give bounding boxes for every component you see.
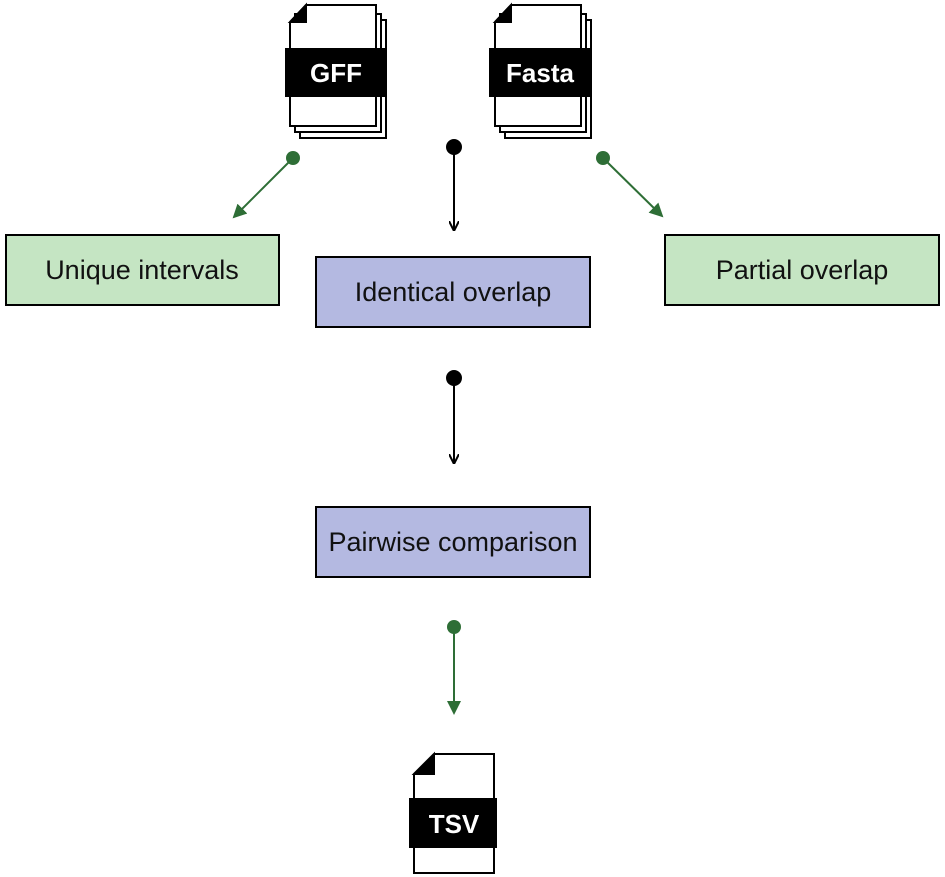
pairwise-comparison-box: Pairwise comparison	[315, 506, 591, 578]
unique-intervals-label: Unique intervals	[45, 255, 239, 285]
identical-overlap-label: Identical overlap	[355, 277, 552, 307]
fasta-label: Fasta	[506, 58, 574, 88]
gff-label: GFF	[310, 58, 362, 88]
gff-file-icon: GFF	[285, 2, 387, 139]
green-connector-left	[232, 151, 300, 219]
partial-overlap-box: Partial overlap	[664, 234, 940, 306]
pairwise-comparison-label: Pairwise comparison	[328, 527, 577, 557]
green-connector-bottom	[447, 620, 461, 715]
green-connector-right	[596, 151, 664, 218]
fasta-file-icon: Fasta	[489, 2, 592, 139]
identical-overlap-box: Identical overlap	[315, 256, 591, 328]
tsv-file-icon: TSV	[409, 751, 497, 874]
tsv-label: TSV	[429, 809, 480, 839]
unique-intervals-box: Unique intervals	[5, 234, 280, 306]
partial-overlap-label: Partial overlap	[716, 255, 889, 285]
black-connector-middle	[446, 370, 462, 463]
black-connector-top	[446, 139, 462, 230]
